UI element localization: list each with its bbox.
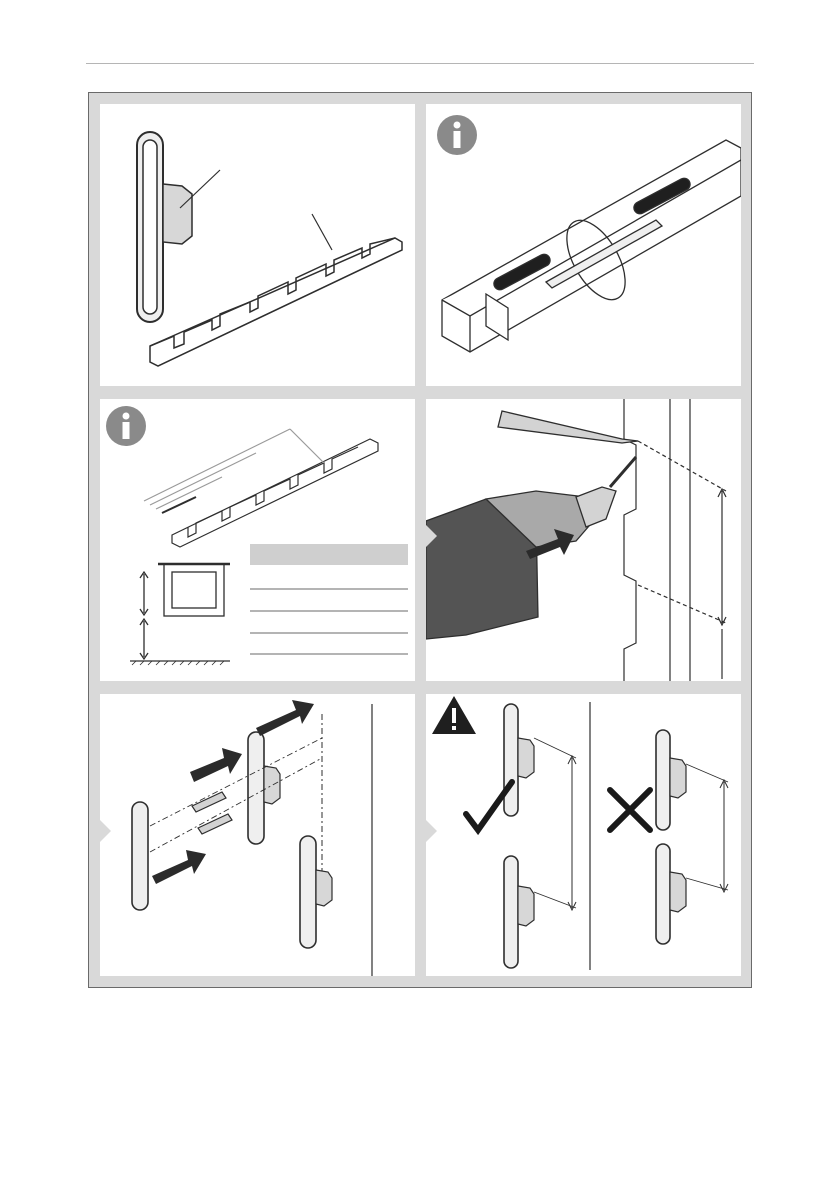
drill-icon <box>426 457 636 639</box>
direction-arrow <box>152 700 314 884</box>
header-rule <box>86 63 754 64</box>
step-marker <box>426 820 437 842</box>
correct-hooks <box>504 704 576 968</box>
leader-line-template <box>312 214 332 250</box>
drilling-template-part <box>150 238 402 366</box>
info-icon <box>437 115 477 155</box>
screw-icon <box>192 792 232 834</box>
wall-edges <box>624 399 726 681</box>
warning-icon <box>432 696 476 734</box>
instruction-frame <box>88 92 752 988</box>
panel-parts-overview <box>100 104 415 386</box>
info-icon <box>106 406 146 446</box>
cabinet-height-figure <box>130 564 230 665</box>
panel-correct-vs-wrong-spacing <box>426 694 741 976</box>
package-illustration <box>426 104 741 386</box>
panel-mark-and-drill <box>426 399 741 681</box>
measurement-table <box>250 544 408 654</box>
panel-mount-with-screws <box>100 694 415 976</box>
step-marker <box>100 820 111 842</box>
hook-part <box>137 132 192 322</box>
template-with-dimensions <box>144 429 378 547</box>
pencil-icon <box>498 411 638 443</box>
panel-package-contents <box>426 104 741 386</box>
step-marker <box>426 525 437 547</box>
spacing-illustration <box>100 399 415 681</box>
drill-illustration <box>426 399 741 681</box>
cross-icon <box>610 790 650 830</box>
mounting-illustration <box>100 694 415 976</box>
spacing-check-illustration <box>426 694 741 976</box>
step-marker <box>415 530 426 552</box>
parts-illustration <box>100 104 415 386</box>
wrong-hooks <box>656 730 728 944</box>
box-package <box>442 140 741 352</box>
panel-spacing-template <box>100 399 415 681</box>
